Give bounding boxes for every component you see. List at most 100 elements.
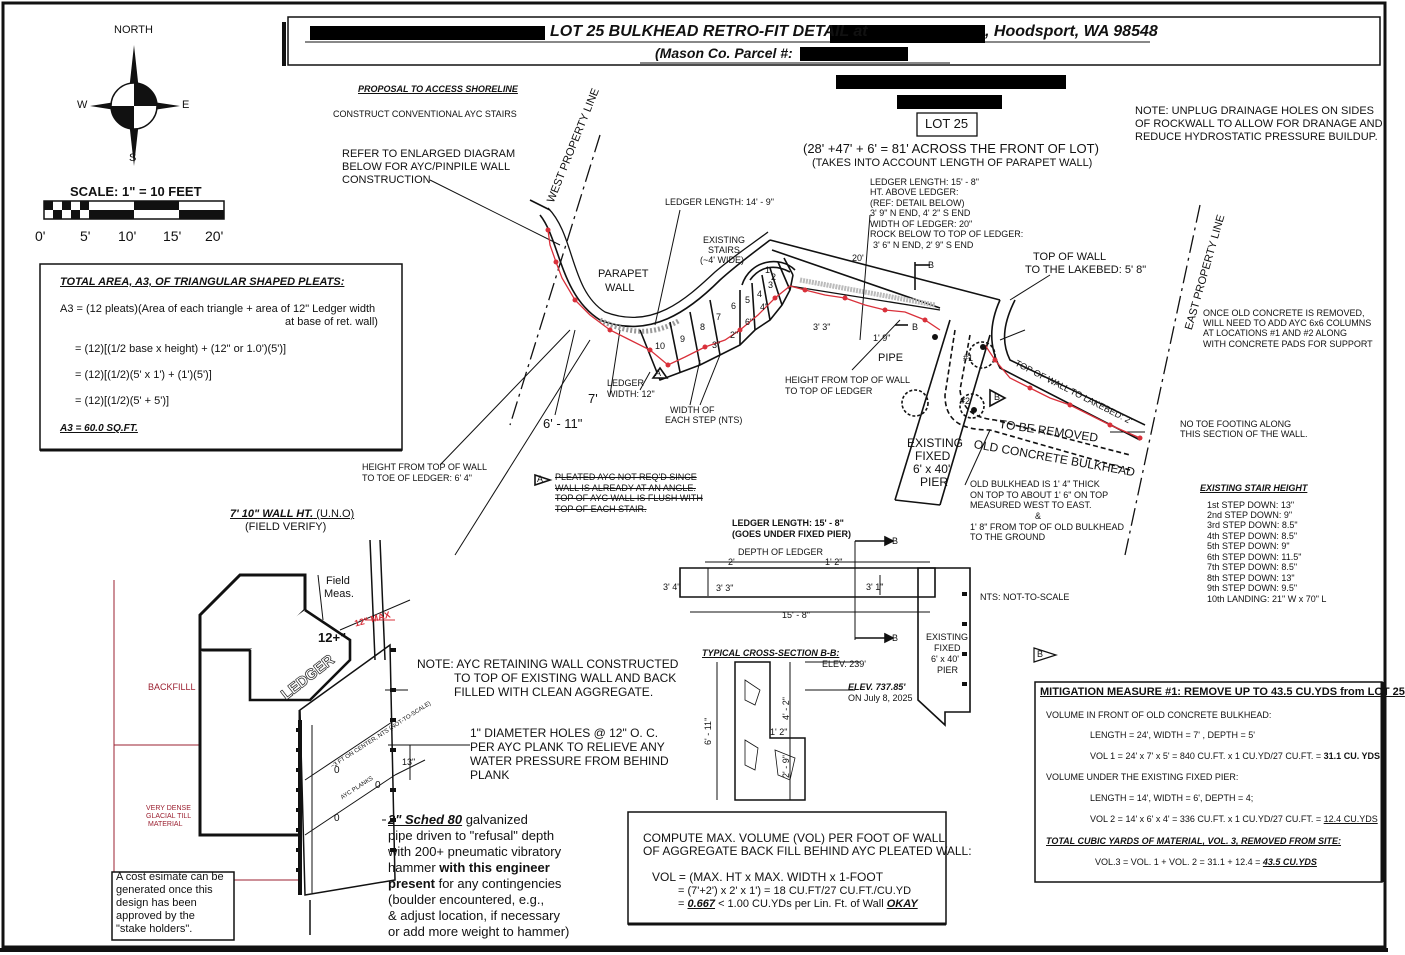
area-line: = (12)[(1/2)(5' x 1') + (1')(5')]: [75, 369, 212, 381]
volume-line: OF AGGREGATE BACK FILL BEHIND AYC PLEATE…: [643, 844, 972, 858]
loc-1: #1: [963, 353, 974, 363]
stair-height-line: 8th STEP DOWN: 13": [1207, 573, 1295, 583]
height-top-wall: TO TOP OF LEDGER: [785, 386, 873, 396]
twelve-dim: 12+": [318, 630, 347, 645]
dim-label: 3' 3": [813, 322, 831, 332]
step-number: 3: [768, 280, 774, 290]
hole-mark: 0: [334, 813, 340, 824]
section-b: B: [928, 260, 935, 270]
lot-label-box: [916, 112, 978, 137]
section-b: B: [994, 392, 1001, 402]
pier-label: 6' x 40': [913, 462, 951, 476]
wall-uno: (U.N.O): [313, 508, 355, 520]
area-title: TOTAL AREA, A3, OF TRIANGULAR SHAPED PLE…: [60, 276, 345, 288]
compass-north: NORTH: [114, 24, 153, 36]
cost-note: design has been: [116, 897, 197, 909]
elev-date: ON July 8, 2025: [848, 693, 913, 703]
cost-note: "stake holders".: [116, 923, 193, 935]
marker-a: A: [655, 368, 662, 378]
compass-south: S: [129, 152, 137, 164]
ledger-pier: 6' x 40': [931, 654, 959, 664]
section-b: B: [892, 633, 899, 643]
ledger-width: LEDGER: [607, 378, 645, 388]
area-box: [39, 263, 403, 451]
dim-label: 6' - 11": [543, 416, 583, 431]
area-line: at base of ret. wall): [285, 316, 378, 328]
ledger-info: 3' 6" N END, 2' 9" S END: [873, 240, 974, 250]
step-number: 9: [680, 334, 686, 344]
ledger-dim: 3' 4": [663, 582, 681, 592]
step-number: 8: [700, 322, 706, 332]
volume-line: < 1.00 CU.YDs per Lin. Ft. of Wall: [715, 898, 887, 910]
old-concrete-note: WITH CONCRETE PADS FOR SUPPORT: [1203, 339, 1373, 349]
field-meas: Meas.: [324, 588, 354, 600]
old-bulkhead-note: &: [1035, 511, 1042, 521]
dim-label: 1' 9": [873, 333, 891, 343]
scale-tick: 10': [118, 228, 137, 244]
mitigation-line: VOL 1 = 24' x 7' x 5' = 840 CU.FT. x 1 C…: [1090, 751, 1324, 761]
volume-result: 0.667: [687, 898, 716, 910]
drainage-note: REDUCE HYDROSTATIC PRESSURE BUILDUP.: [1135, 131, 1378, 143]
ledger-info: WIDTH OF LEDGER: 20": [870, 219, 973, 229]
ledger-detail-title: LEDGER LENGTH: 15' - 8": [732, 518, 844, 528]
pipe-note-bold: with this engineer: [439, 860, 550, 875]
ledger-length-14: LEDGER LENGTH: 14' - 9": [665, 197, 774, 207]
section-b: B: [912, 322, 919, 332]
old-bulkhead-note: 1' 8" FROM TOP OF OLD BULKHEAD: [970, 522, 1124, 532]
redaction-bar: [836, 75, 1066, 89]
elev-label: ELEV. 239': [822, 659, 866, 669]
volume-line: = (7'+2') x 2' x 1') = 18 CU.FT/27 CU.FT…: [678, 885, 912, 897]
height-top-wall: HEIGHT FROM TOP OF WALL: [785, 375, 911, 385]
existing-stairs-label: (~4' WIDE): [700, 255, 744, 265]
sheet-border: [1, 1, 1387, 949]
compass-west: W: [77, 99, 88, 111]
pleated-note: PLEATED AYC NOT REQ'D SINCE: [555, 472, 697, 482]
mitigation-line: VOL 2 = 14' x 6' x 4' = 336 CU.FT. x 1 C…: [1090, 814, 1324, 824]
cross-section: [716, 661, 860, 801]
parcel-label: (Mason Co. Parcel #:: [655, 45, 793, 61]
old-bulkhead-note: TO THE GROUND: [970, 532, 1046, 542]
pier-label: EXISTING: [907, 436, 964, 450]
mitigation-total: 43.5 CU.YDS: [1262, 857, 1317, 867]
mitigation-line: VOLUME IN FRONT OF OLD CONCRETE BULKHEAD…: [1046, 710, 1272, 720]
elev-label-2: ELEV. 737.85': [848, 682, 906, 692]
step-number: 6: [731, 301, 737, 311]
stair-height-line: 3rd STEP DOWN: 8.5": [1207, 520, 1298, 530]
pipe-note: with 200+ pneumatic vibratory: [388, 844, 562, 859]
refer-note: REFER TO ENLARGED DIAGRAM: [342, 148, 516, 160]
ayc-pipe-points: [545, 227, 1143, 441]
stair-height-line: 7th STEP DOWN: 8.5": [1207, 562, 1298, 572]
pipe-note: for any contingencies: [434, 876, 562, 891]
holes-note: PLANK: [470, 768, 510, 782]
pier-label: FIXED: [915, 449, 951, 463]
cost-note: generated once this: [116, 884, 213, 896]
backfill-label: BACKFILLL: [148, 682, 196, 692]
ayc-note: NOTE: AYC RETAINING WALL CONSTRUCTED: [417, 657, 679, 671]
ayc-note: TO TOP OF EXISTING WALL AND BACK: [454, 671, 677, 685]
compass-east: E: [182, 99, 190, 111]
area-line: = (12)[(1/2)(5' + 5')]: [75, 395, 170, 407]
field-meas: Field: [326, 575, 350, 587]
ledger-pier: EXISTING: [926, 632, 969, 642]
existing-stairs-label: STAIRS: [708, 245, 740, 255]
step-inches: 2": [730, 330, 739, 340]
mitigation-line: LENGTH = 24', WIDTH = 7' , DEPTH = 5': [1090, 730, 1255, 740]
mitigation-vol2: 12.4 CU.YDS: [1323, 814, 1378, 824]
pipe-note: or add more weight to hammer): [388, 924, 570, 939]
width-of-step: EACH STEP (NTS): [665, 415, 743, 425]
redaction-bar: [800, 47, 908, 61]
step-number: 1: [765, 265, 771, 275]
ledger-dim: 3' 3": [716, 583, 734, 593]
wall-verify: (FIELD VERIFY): [245, 521, 327, 533]
pipe-note: & adjust location, if necessary: [388, 908, 560, 923]
ayc-note: FILLED WITH CLEAN AGGREGATE.: [454, 685, 654, 699]
pleated-note: TOP OF AYC WALL IS FLUSH WITH: [555, 493, 703, 503]
pleated-note: WALL IS ALREADY AT AN ANGLE.: [555, 483, 696, 493]
section-dim: 1' 2": [770, 727, 788, 737]
pier-label: PIER: [920, 475, 949, 489]
cross-section-title: TYPICAL CROSS-SECTION B-B:: [702, 648, 840, 658]
glacial-label: VERY DENSE: [146, 805, 191, 812]
north-arrow-icon: [90, 45, 180, 166]
ledger-pier: FIXED: [934, 643, 961, 653]
section-dim: 2' - 9": [781, 755, 791, 778]
